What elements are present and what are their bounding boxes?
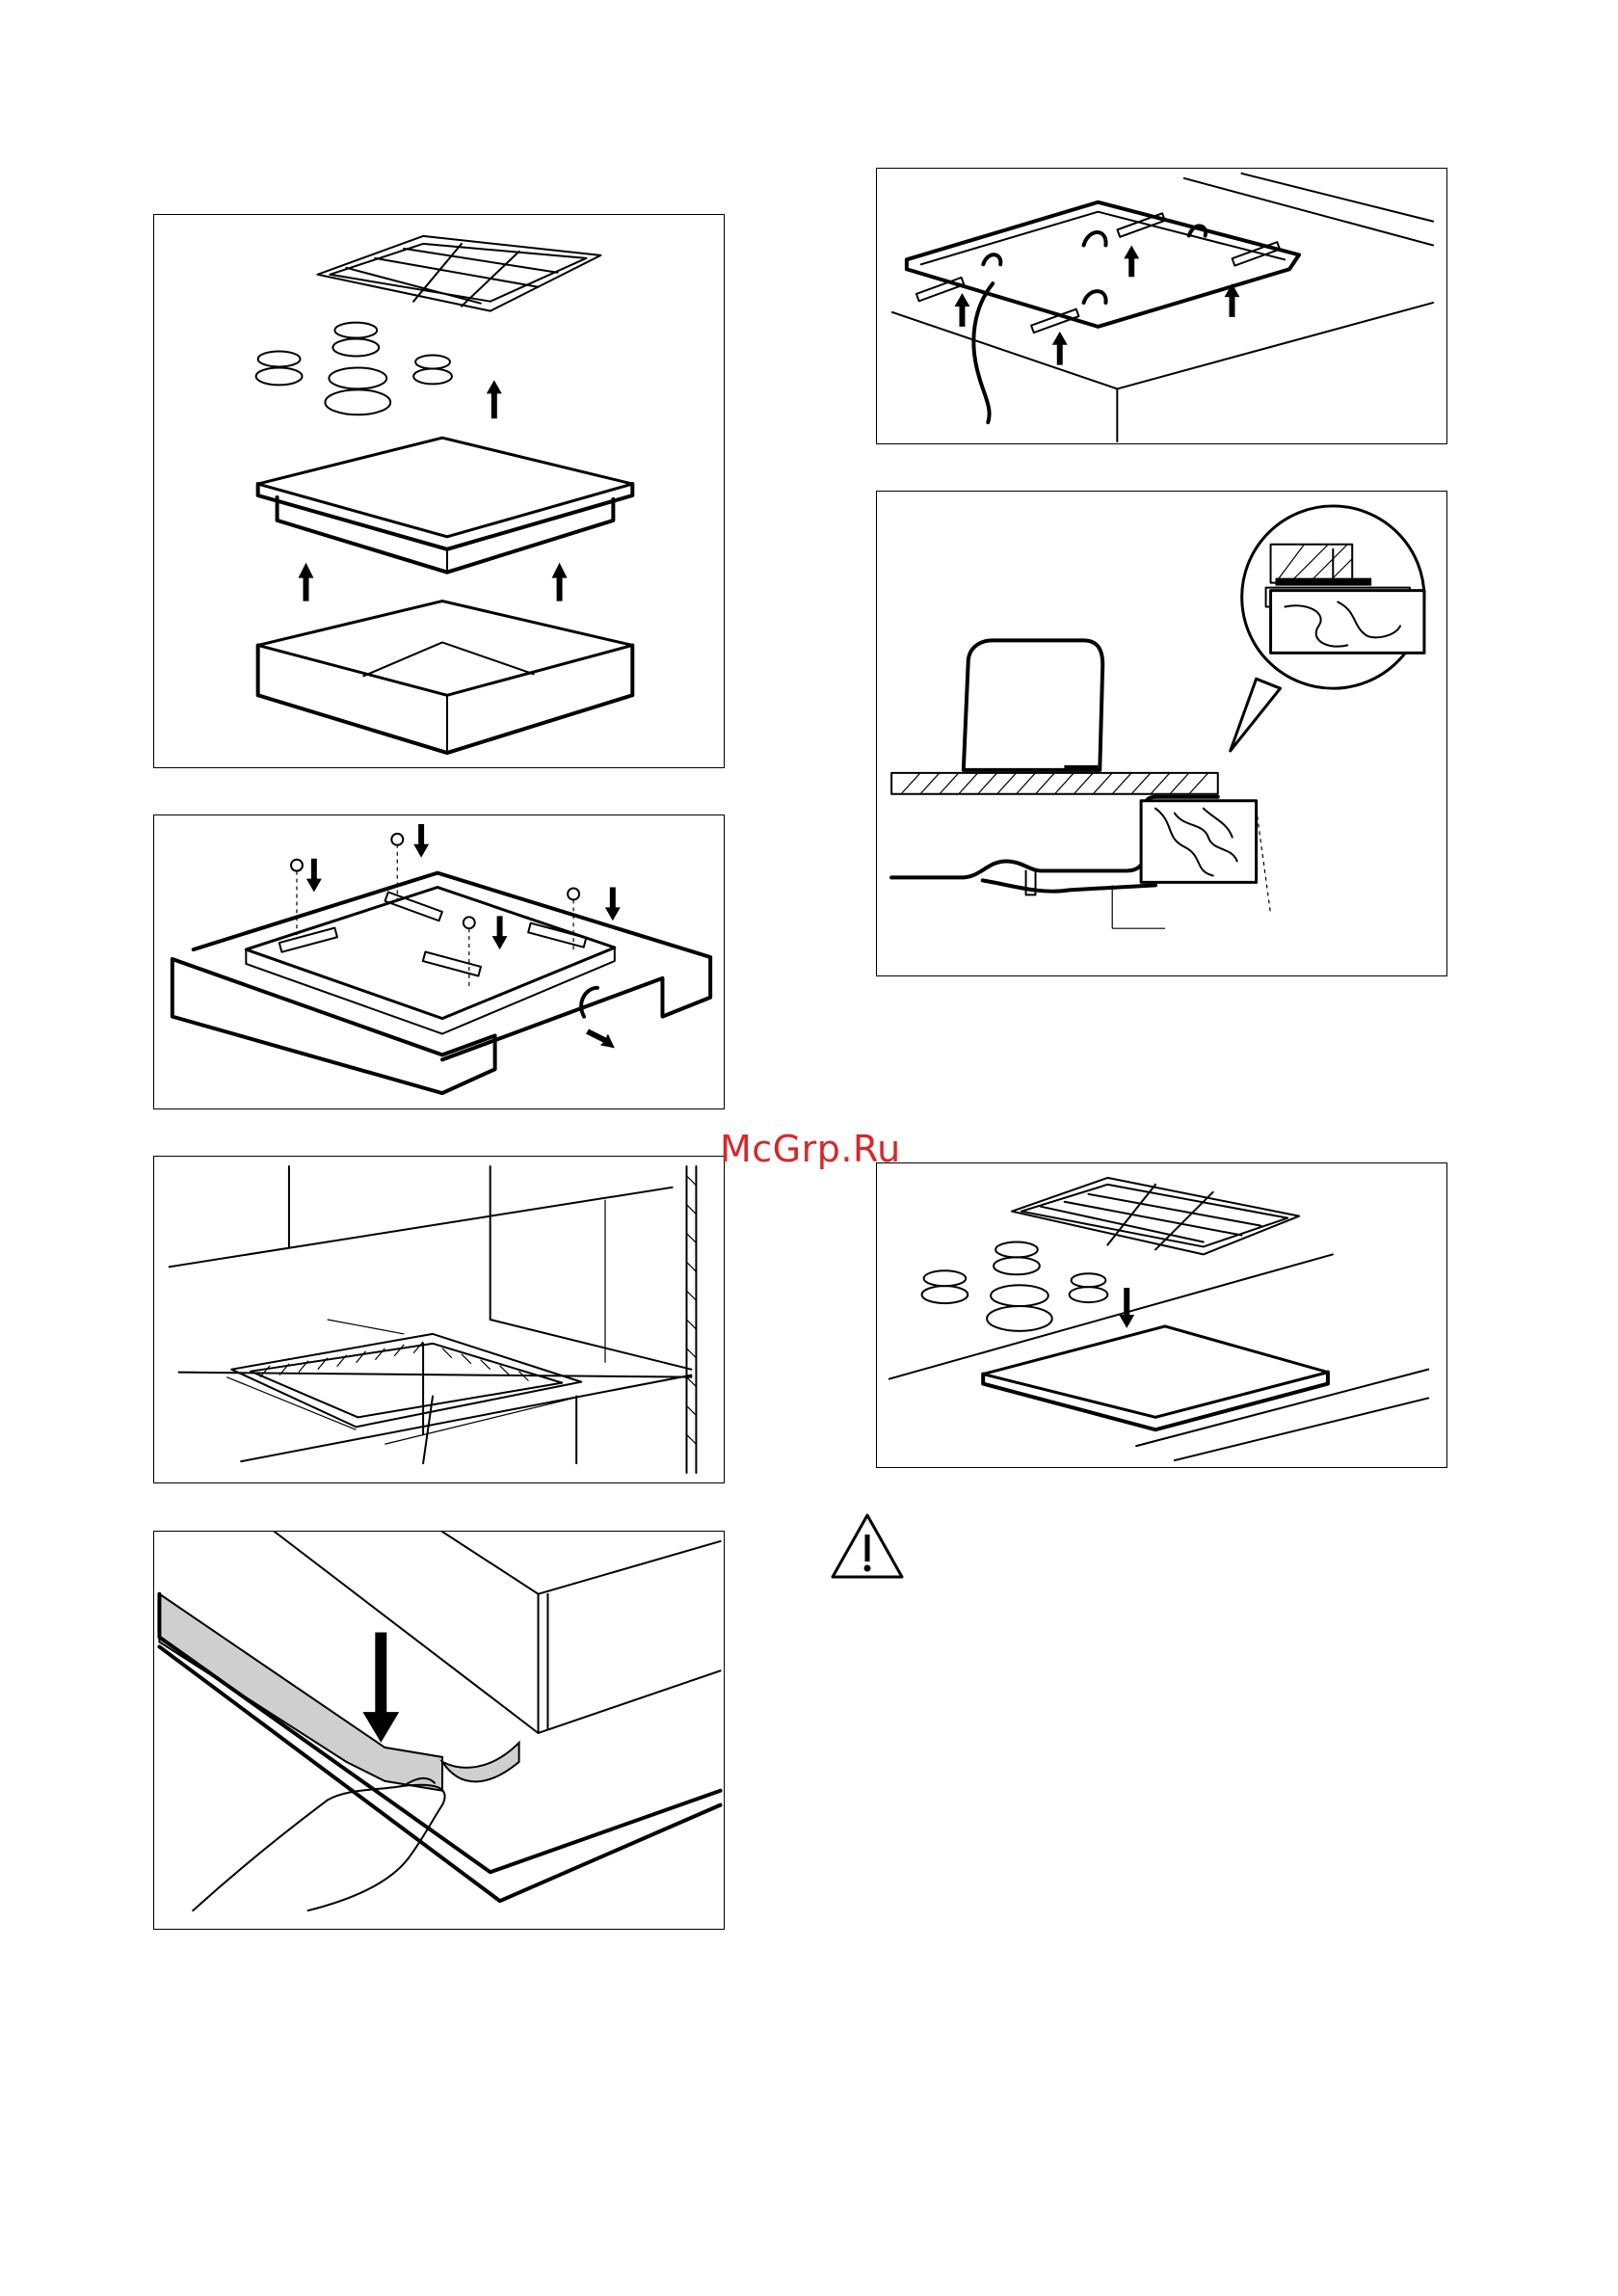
brackets-screws-illustration — [154, 815, 724, 1108]
hob-disassembly-illustration — [154, 215, 724, 767]
illustration-remove-parts — [153, 214, 725, 768]
illustration-cutout — [153, 1156, 725, 1483]
illustration-seal — [153, 1531, 725, 1930]
hob-reassembly-illustration — [877, 1163, 1446, 1467]
worktop-cutout-dimensions-illustration — [154, 1157, 724, 1482]
sealing-strip-illustration — [154, 1532, 724, 1929]
illustration-section — [876, 491, 1447, 976]
cross-section-detail-illustration — [877, 492, 1446, 975]
warning-triangle-icon — [829, 1511, 906, 1581]
illustration-clamps — [876, 168, 1447, 444]
watermark: McGrp.Ru — [720, 1128, 901, 1170]
illustration-brackets — [153, 814, 725, 1109]
fixing-clamps-illustration — [877, 169, 1446, 443]
illustration-assembly — [876, 1162, 1447, 1468]
